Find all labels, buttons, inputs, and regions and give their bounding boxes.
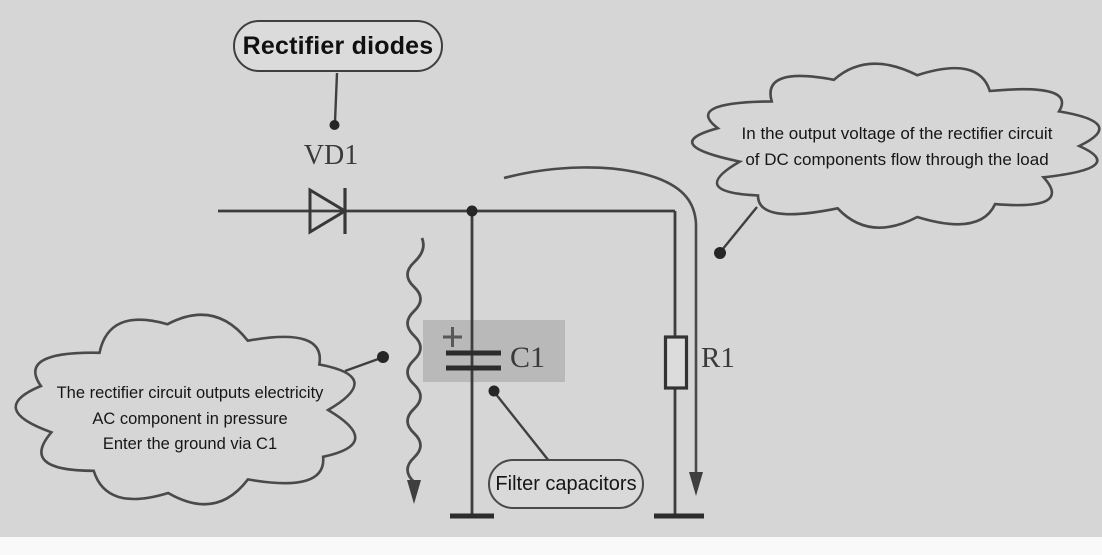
dc-current-arrowhead: [689, 472, 703, 496]
filter-capacitors-pill-label: Filter capacitors: [495, 472, 637, 495]
ac-cloud-shape: [14, 313, 357, 506]
ac-cloud-text-line2: AC component in pressure: [92, 409, 288, 428]
capacitor-designator: C1: [510, 341, 546, 374]
dc-cloud-text-line2: of DC components flow through the load: [745, 150, 1049, 169]
dc-cloud-pointer-dot: [714, 247, 726, 259]
diode-icon: [308, 187, 348, 235]
ac-cloud-text-line1: The rectifier circuit outputs electricit…: [56, 384, 324, 402]
junction-dot: [466, 205, 478, 217]
diode-designator: VD1: [303, 140, 359, 171]
dc-cloud-shape: [691, 62, 1101, 229]
dc-cloud-text: In the output voltage of the rectifier c…: [698, 121, 1096, 173]
dc-current-arrow-line: [503, 166, 698, 474]
ac-wavy-arrow-line: [406, 237, 425, 484]
dc-cloud-pointer-line: [721, 206, 758, 251]
rectifier-diodes-pill-label: Rectifier diodes: [242, 31, 434, 60]
ac-cloud-text: The rectifier circuit outputs electricit…: [22, 381, 358, 458]
filter-pill-connector-line: [494, 392, 550, 462]
rectifier-pill-connector-dot: [329, 120, 340, 130]
resistor-designator: R1: [701, 342, 735, 374]
dc-cloud-text-line1: In the output voltage of the rectifier c…: [741, 124, 1053, 143]
rectifier-diodes-pill: Rectifier diodes: [233, 20, 443, 72]
resistor-body: [663, 335, 689, 390]
ac-cloud-pointer-line: [344, 356, 382, 373]
plus-polarity-icon: [443, 327, 462, 347]
filter-capacitors-pill: Filter capacitors: [488, 459, 644, 509]
ac-cloud-pointer-dot: [377, 351, 389, 363]
filter-pill-connector-dot: [488, 385, 500, 397]
ac-cloud-text-line3: Enter the ground via C1: [102, 435, 278, 453]
ac-wavy-arrowhead: [407, 480, 421, 504]
bottom-page-strip: [0, 537, 1102, 555]
rectifier-pill-connector-line: [333, 72, 339, 123]
